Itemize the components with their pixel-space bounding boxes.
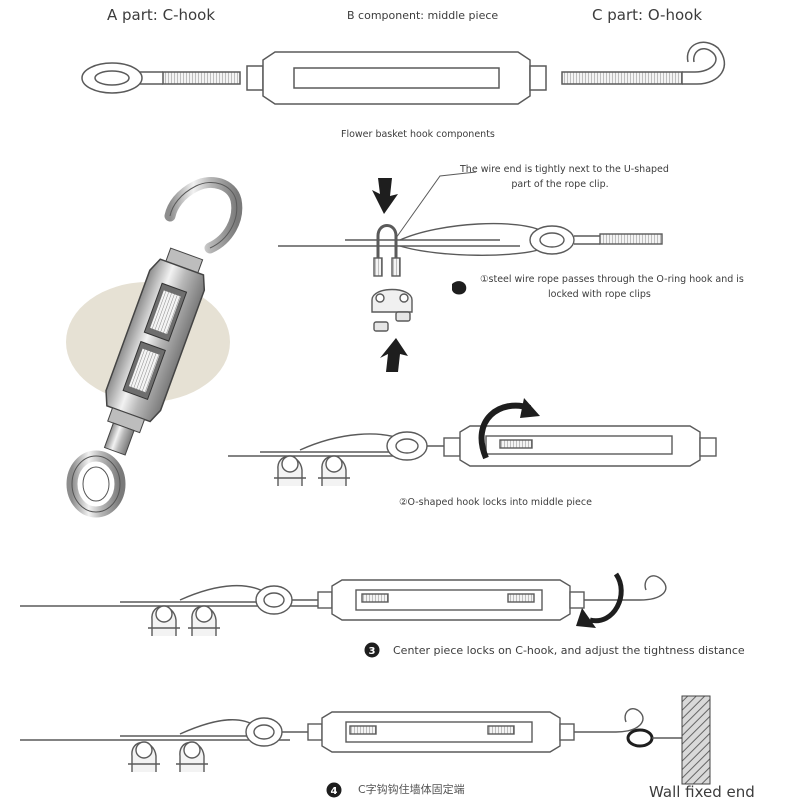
step4-badge: 4 — [326, 782, 342, 798]
step3-badge: 3 — [364, 642, 380, 658]
step3-text: Center piece locks on C-hook, and adjust… — [393, 644, 745, 657]
o-hook-part — [81, 62, 241, 94]
middle-piece — [246, 51, 547, 105]
rotate-arrow-step2 — [478, 398, 540, 460]
step4-text: C字钩钩住墙体固定端 — [358, 783, 465, 796]
wire-end-note-line1: The wire end is tightly next to the U-sh… — [460, 164, 669, 175]
up-arrow — [380, 338, 408, 372]
step4-number: 4 — [331, 786, 338, 797]
b-component-label: B component: middle piece — [347, 9, 499, 22]
wire-end-note-line2: part of the rope clip. — [511, 179, 609, 190]
step2-illustration — [228, 425, 717, 486]
down-arrow — [372, 178, 398, 214]
wall-fixed-end-label: Wall fixed end — [649, 783, 755, 800]
a-part-label: A part: C-hook — [107, 6, 216, 24]
step3-illustration — [20, 575, 667, 636]
rotate-arrow-step3 — [576, 572, 624, 628]
step3-number: 3 — [369, 646, 376, 657]
components-caption: Flower basket hook components — [341, 129, 495, 140]
wall — [681, 695, 711, 785]
step1-illustration — [278, 171, 663, 332]
c-hook-part — [561, 41, 726, 85]
turnbuckle-photo — [66, 177, 243, 518]
step2-text: ②O-shaped hook locks into middle piece — [399, 497, 592, 508]
ink-blot — [452, 281, 467, 295]
step1-text-line2: locked with rope clips — [548, 289, 651, 300]
step4-illustration — [20, 708, 684, 772]
c-part-label: C part: O-hook — [592, 6, 703, 24]
step1-text-line1: ①steel wire rope passes through the O-ri… — [480, 274, 744, 285]
